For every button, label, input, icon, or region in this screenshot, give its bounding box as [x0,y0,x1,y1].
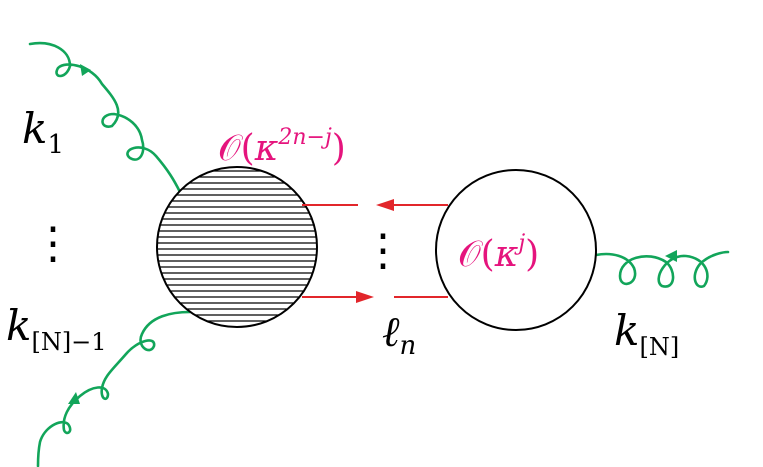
order-label-left: 𝒪(κ2n−j) [218,125,346,169]
gluon-kN [594,250,730,288]
label-kN: k[N] [614,306,679,361]
gluon-kN-arrow [665,250,677,262]
bottom-line-arrow [356,291,374,303]
right-blob [435,169,597,331]
order-label-right: 𝒪(κj) [458,231,539,275]
left-vertical-dots: ⋮ [31,218,75,269]
hatched-blob [156,166,318,328]
gluon-k1 [28,41,182,194]
label-k1: k1 [22,104,64,160]
top-line-arrow [376,199,394,211]
gluon-k1-arrow [80,64,91,76]
gluon-kN-minus-1-arrow [68,392,80,404]
label-ell-n: ℓn [382,307,416,361]
middle-vertical-dots: ⋮ [361,225,405,276]
gluon-kN-minus-1 [36,310,192,467]
label-kN-minus-1: k[N]−1 [6,301,107,356]
